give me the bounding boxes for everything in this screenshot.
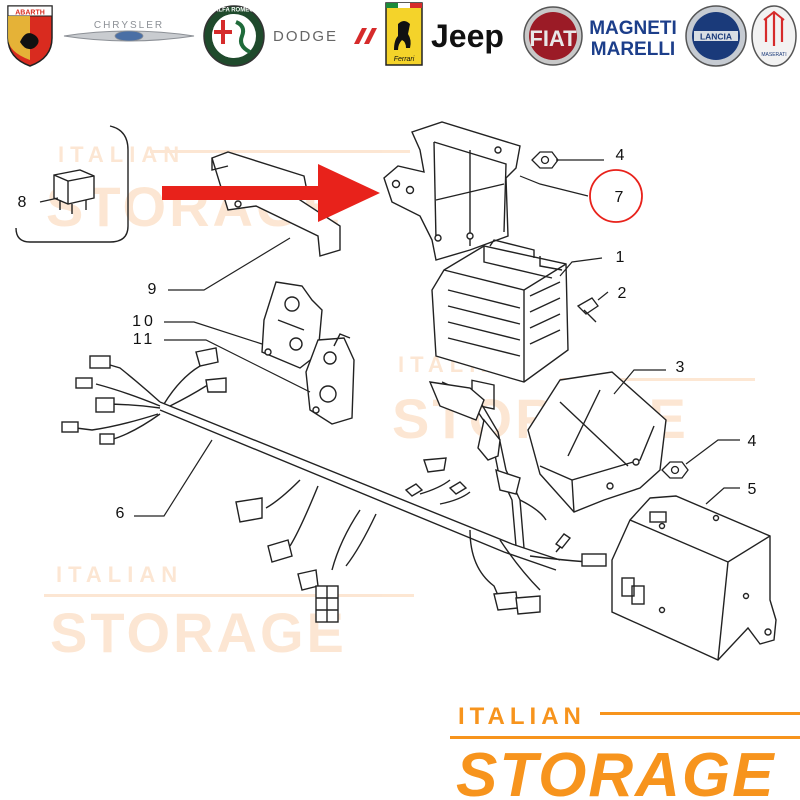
chrysler-logo: CHRYSLER: [63, 20, 195, 42]
watermark-bottom-line1: ITALIAN: [56, 562, 183, 587]
jeep-text: Jeep: [431, 18, 504, 54]
part-4-nut-top: [531, 151, 559, 169]
dodge-text: DODGE: [273, 28, 338, 45]
lancia-logo: LANCIA: [685, 5, 747, 67]
callout-3: 3: [676, 359, 685, 376]
callout-4-top: 4: [616, 147, 625, 164]
alfa-romeo-text: ALFA ROMEO: [214, 8, 254, 14]
leader-lines: [39, 159, 740, 517]
callout-numbers: 8 4 7 1 2 3 4 5 9 10 11 6: [18, 147, 757, 522]
part-6-wiring-harness: [61, 347, 607, 623]
chrysler-text: CHRYSLER: [94, 20, 164, 31]
watermark-bottom: ITALIAN STORAGE: [44, 562, 414, 664]
part-11-plate: [305, 333, 355, 425]
part-2-screw: [576, 297, 599, 323]
callout-10: 10: [132, 313, 156, 330]
ferrari-logo: Ferrari: [385, 2, 423, 66]
callout-5: 5: [748, 481, 757, 498]
callout-4-bottom: 4: [748, 433, 757, 450]
ferrari-text: Ferrari: [394, 56, 415, 63]
maserati-text: MASERATI: [761, 52, 786, 58]
part-7-ecu-bracket: [383, 121, 521, 261]
callout-6: 6: [116, 505, 125, 522]
alfa-romeo-logo: ALFA ROMEO: [203, 5, 265, 67]
magneti-text: MAGNETI: [589, 18, 677, 39]
brand-logo-strip: ABARTH CHRYSLER ALFA ROMEO DODGE: [7, 2, 797, 67]
part-3-cover: [527, 371, 667, 513]
callout-2: 2: [618, 285, 627, 302]
dodge-logo: DODGE: [273, 28, 377, 45]
lancia-text: LANCIA: [700, 32, 732, 42]
callout-7: 7: [615, 189, 624, 206]
callout-11: 11: [133, 331, 156, 348]
watermark-top-line1: ITALIAN: [58, 142, 185, 167]
abarth-logo: ABARTH: [7, 5, 53, 67]
part-5-mounting-plate: [611, 495, 777, 661]
red-pointer-arrow: [162, 164, 380, 222]
marelli-text: MARELLI: [591, 39, 675, 60]
part-1-ecu: [431, 239, 569, 410]
callout-8: 8: [18, 194, 27, 211]
callout-9: 9: [148, 281, 157, 298]
watermark-bottom-line2: STORAGE: [50, 601, 347, 664]
logo-line1: ITALIAN: [458, 703, 586, 730]
fiat-logo: FIAT: [523, 6, 583, 66]
fiat-text: FIAT: [529, 26, 577, 51]
part-4-nut-bottom: [661, 461, 689, 479]
part-8-relay: [15, 125, 129, 243]
highlight-circle-7: [589, 169, 643, 223]
logo-line2: STORAGE: [456, 741, 775, 800]
jeep-logo: Jeep: [431, 18, 504, 54]
magneti-marelli-logo: MAGNETI MARELLI: [589, 18, 677, 60]
maserati-logo: MASERATI: [751, 5, 797, 67]
italian-storage-logo: ITALIAN STORAGE: [450, 703, 800, 800]
callout-1: 1: [616, 249, 625, 266]
abarth-text: ABARTH: [15, 10, 45, 17]
